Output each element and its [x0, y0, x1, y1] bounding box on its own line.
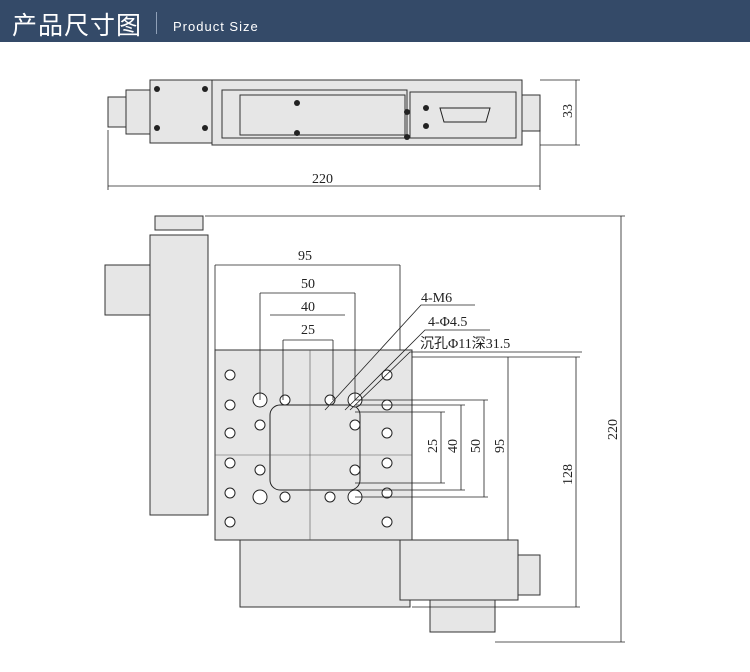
- dim-50-vertical: 50: [469, 439, 484, 453]
- dim-40-vertical: 40: [446, 439, 461, 453]
- dim-95-horizontal: 95: [298, 249, 312, 264]
- dim-95-vertical: 95: [493, 439, 508, 453]
- note-m6: 4-M6: [421, 291, 452, 306]
- dim-220-vertical: 220: [606, 419, 621, 440]
- dim-25-horizontal: 25: [301, 323, 315, 338]
- dim-25-vertical: 25: [426, 439, 441, 453]
- top-view: 220 33: [107, 79, 580, 190]
- dim-40-horizontal: 40: [301, 300, 315, 315]
- note-counterbore: 沉孔Φ11深31.5: [420, 336, 510, 352]
- page-title: 产品尺寸图: [12, 12, 143, 40]
- top-width-dim: 220: [312, 172, 333, 187]
- dim-50-horizontal: 50: [301, 277, 315, 292]
- front-view: 95 50 40 25 25 40 50 95 128 220 4-M6 4-Φ…: [104, 215, 625, 643]
- header-bar: 产品尺寸图 Product Size: [0, 0, 750, 42]
- header-divider: [156, 12, 157, 34]
- dim-128-vertical: 128: [561, 464, 576, 485]
- note-hole-45: 4-Φ4.5: [428, 315, 467, 330]
- top-height-dim: 33: [561, 104, 576, 118]
- dimension-drawing: 220 33 95 50 40 25: [104, 79, 625, 643]
- page-subtitle: Product Size: [173, 19, 259, 34]
